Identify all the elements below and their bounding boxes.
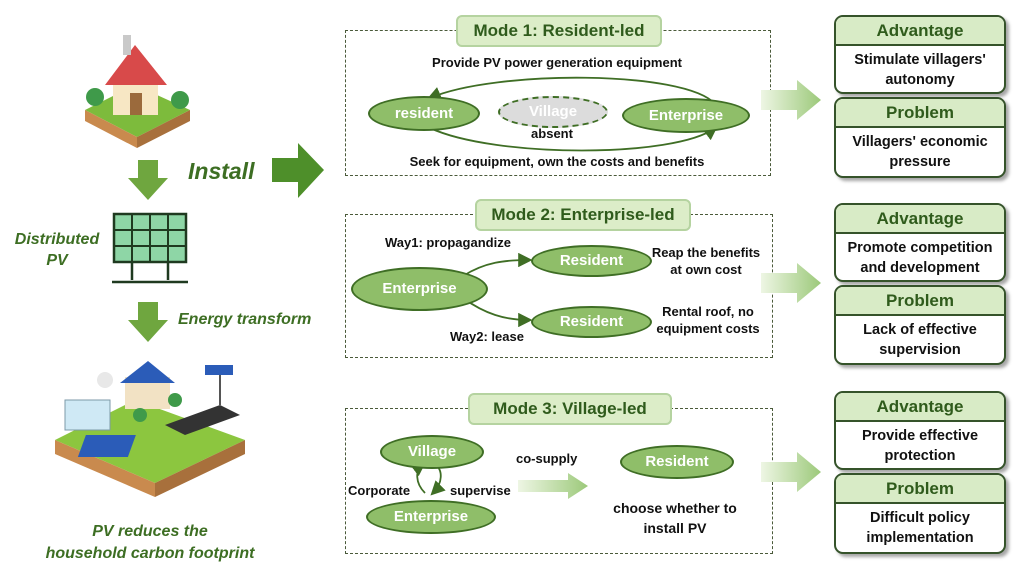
mode3-problem-card: Problem Difficult policy implementation [834,473,1006,554]
mode2-way2-label: Way2: lease [450,329,524,344]
mode1-resident-node: resident [368,96,480,131]
solar-panel-icon [112,212,188,284]
mode3-village-node: Village [380,435,484,469]
mode3-title: Mode 3: Village-led [468,393,672,425]
distributed-pv-label: Distributed PV [14,231,100,269]
card-heading: Advantage [836,393,1004,422]
mode3-cosupply-label: co-supply [516,451,578,466]
mode1-absent-label: absent [531,126,573,141]
card-heading: Problem [836,99,1004,128]
energy-transform-label: Energy transform [178,311,312,328]
mode2-resident1-node: Resident [531,245,652,277]
card-text: Stimulate villagers' autonomy [854,52,986,88]
mode1-enterprise-node: Enterprise [622,98,750,133]
arrow-to-cards-3 [761,452,821,492]
down-arrow-2 [128,302,168,342]
card-heading: Problem [836,287,1004,316]
mode3-choose-label: choose whether to install PV [613,500,737,536]
card-heading: Advantage [836,205,1004,234]
mode1-top-label: Provide PV power generation equipment [432,55,682,70]
mode1-bottom-label: Seek for equipment, own the costs and be… [409,154,705,169]
mode3-cosupply-arrow [518,473,588,499]
caption-label: PV reduces the household carbon footprin… [45,523,255,562]
mode3-supervise-label: supervise [450,483,511,498]
mode2-way1-label: Way1: propagandize [385,235,511,250]
mode1-problem-card: Problem Villagers' economic pressure [834,97,1006,178]
card-heading: Problem [836,475,1004,504]
mode2-enterprise-node: Enterprise [351,267,488,311]
mode3-enterprise-node: Enterprise [366,500,496,534]
card-text: Provide effective protection [861,428,979,464]
mode1-advantage-card: Advantage Stimulate villagers' autonomy [834,15,1006,94]
arrow-to-cards-2 [761,263,821,303]
mode3-corporate-label: Corporate [348,483,411,498]
house-illustration [85,35,190,148]
mode2-title: Mode 2: Enterprise-led [475,199,691,231]
card-text: Promote competition and development [847,240,993,276]
mode3-resident-node: Resident [620,445,734,479]
mode3-advantage-card: Advantage Provide effective protection [834,391,1006,470]
arrow-to-cards-1 [761,80,821,120]
mode1-cycle-arrows [426,76,718,152]
mode1-village-node: Village [498,96,608,128]
mode2-resident2-node: Resident [531,306,652,338]
mode2-benefit2-label: Rental roof, no equipment costs [656,304,760,336]
mode1-title: Mode 1: Resident-led [456,15,662,47]
card-text: Lack of effective supervision [863,322,977,358]
mode2-advantage-card: Advantage Promote competition and develo… [834,203,1006,282]
card-heading: Advantage [836,17,1004,46]
card-text: Difficult policy implementation [866,510,974,546]
mode2-benefit1-label: Reap the benefits at own cost [651,245,761,277]
down-arrow-1 [128,160,168,200]
install-arrow [272,143,324,198]
install-label: Install [188,158,255,184]
mode2-problem-card: Problem Lack of effective supervision [834,285,1006,365]
pv-village-illustration [55,361,245,497]
card-text: Villagers' economic pressure [852,134,988,170]
